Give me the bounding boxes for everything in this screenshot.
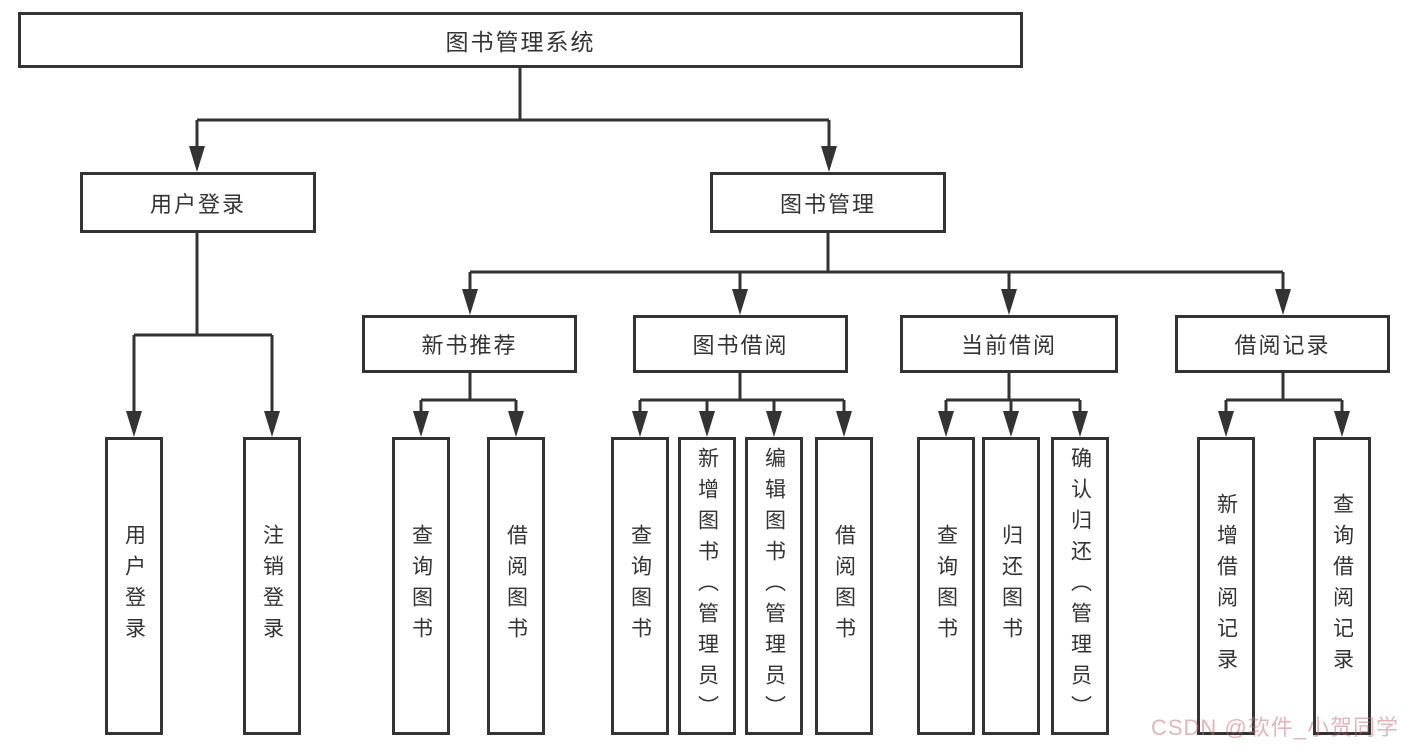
node-book-management: 图书管理: [710, 172, 946, 233]
node-label: 借阅图书: [832, 524, 856, 648]
leaf-confirm-return-admin: 确认归还（管理员）: [1051, 437, 1109, 735]
node-label: 新书推荐: [421, 333, 518, 358]
node-label: 归还图书: [999, 524, 1023, 648]
node-label: 借阅记录: [1234, 333, 1331, 358]
node-label: 查询借阅记录: [1330, 493, 1354, 679]
node-borrowing-records: 借阅记录: [1175, 315, 1390, 373]
leaf-borrow-books: 借阅图书: [815, 437, 873, 735]
leaf-edit-books-admin: 编辑图书（管理员）: [745, 437, 803, 735]
node-user-login: 用户登录: [80, 172, 316, 233]
leaf-query-borrow-record: 查询借阅记录: [1313, 437, 1371, 735]
node-label: 新增借阅记录: [1214, 493, 1238, 679]
node-label: 当前借阅: [960, 333, 1057, 358]
node-label: 查询图书: [934, 524, 958, 648]
leaf-query-books: 查询图书: [611, 437, 669, 735]
node-label: 图书管理: [779, 191, 876, 217]
node-label: 用户登录: [122, 524, 146, 648]
node-label: 注销登录: [260, 524, 284, 648]
leaf-add-books-admin: 新增图书（管理员）: [678, 437, 736, 735]
node-label: 图书借阅: [692, 333, 789, 358]
node-label: 查询图书: [628, 524, 652, 648]
node-label: 确认归还（管理员）: [1068, 446, 1092, 726]
leaf-logout: 注销登录: [243, 437, 301, 735]
node-label: 借阅图书: [504, 524, 528, 648]
node-label: 查询图书: [409, 524, 433, 648]
node-label: 新增图书（管理员）: [695, 446, 719, 726]
leaf-query-books: 查询图书: [917, 437, 975, 735]
leaf-borrow-books: 借阅图书: [487, 437, 545, 735]
connector-paths: [132, 68, 1344, 414]
node-root-library-management-system: 图书管理系统: [18, 12, 1023, 68]
leaf-query-books: 查询图书: [392, 437, 450, 735]
node-current-borrowing: 当前借阅: [900, 315, 1118, 373]
node-label: 编辑图书（管理员）: [762, 446, 786, 726]
arrowheads: [126, 146, 1350, 437]
node-book-borrowing: 图书借阅: [633, 315, 848, 373]
leaf-add-borrow-record: 新增借阅记录: [1197, 437, 1255, 735]
leaf-user-login: 用户登录: [105, 437, 163, 735]
leaf-return-books: 归还图书: [982, 437, 1040, 735]
node-new-book-recommend: 新书推荐: [362, 315, 577, 373]
node-label: 用户登录: [149, 191, 246, 217]
node-label: 图书管理系统: [445, 29, 596, 55]
csdn-watermark: CSDN @软件_小贺同学: [1150, 715, 1399, 740]
